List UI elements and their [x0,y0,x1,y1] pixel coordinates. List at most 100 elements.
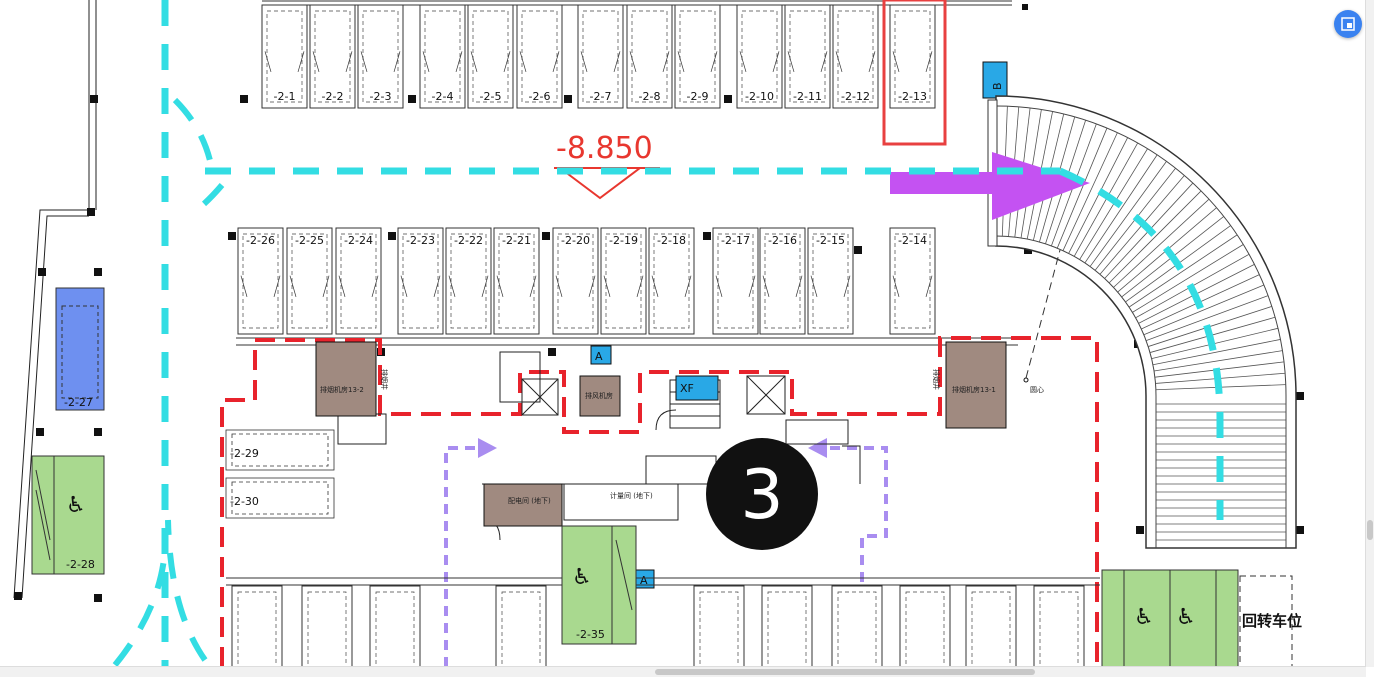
parking-space [965,585,1017,667]
walking-route [444,446,888,667]
marker-a-bottom: A [635,569,655,589]
parking-space: -2-4 [419,4,466,109]
space-label: -2-7 [590,90,612,103]
zone-badge: 3 [706,438,818,550]
parking-space [231,585,283,667]
parking-space: -2-7 [577,4,624,109]
walk-arrow-left [478,438,497,458]
machine-room-left: 排烟机房13-2 [315,341,377,417]
parking-space: -2-24 [335,227,382,335]
parking-space [693,585,745,667]
space-label: -2-5 [480,90,502,103]
room-b-label: 计量间 (地下) [610,491,653,500]
space-label: -2-3 [370,90,392,103]
space-label: -2-11 [793,90,822,103]
space-label: -2-22 [454,234,483,247]
space-label-27: -2-27 [64,396,93,409]
parking-space: -2-19 [600,227,647,335]
parking-space [301,585,353,667]
space-label-35: -2-35 [576,628,605,641]
wheelchair-icon: ♿ [1176,605,1196,630]
marker-xf: XF [675,375,719,401]
parking-space: -2-22 [445,227,492,335]
elevation-label: -8.850 [556,131,653,166]
marker-a-top: A [590,345,612,365]
fan-room-label: 排风机房 [585,391,613,400]
fan-room: 排风机房 [579,375,621,417]
space-label: -2-25 [295,234,324,247]
parking-floor-plan: -2-1 -2-2 -2-3 -2-4 -2-5 -2-6 -2-7 -2-8 -2-9 -2-1… [13,0,1304,667]
parking-space: -2-8 [626,4,673,109]
parking-space: -2-11 [784,4,831,109]
upper-parking-row: -2-1 -2-2 -2-3 -2-4 -2-5 -2-6 -2-7 -2-8 -2-9 -2-1… [261,4,936,109]
zone-number: 3 [740,456,783,535]
space-27: -2-27 [55,287,105,411]
space-label: -2-15 [816,234,845,247]
parking-space: -2-1 [261,4,308,109]
space-label: -2-17 [721,234,750,247]
room-a-label: 配电间 (地下) [508,496,551,505]
fullscreen-exit-icon [1341,17,1355,31]
parking-space: -2-16 [759,227,806,335]
vertical-scrollbar[interactable] [1365,0,1374,667]
horizontal-scroll-thumb[interactable] [655,669,1035,675]
space-35: ♿ -2-35 [561,525,637,645]
marker-a-top-label: A [595,350,603,363]
parking-space [899,585,951,667]
curved-ramp [987,95,1297,549]
shaft-left-label: 排烟井 [380,369,389,390]
parking-space: -2-20 [552,227,599,335]
parking-space: -2-6 [516,4,563,109]
space-label: -2-6 [529,90,551,103]
space-label: -2-8 [639,90,661,103]
parking-space: -2-2 [309,4,356,109]
space-label: -2-16 [768,234,797,247]
driving-route [112,0,1224,667]
lower-parking-row [231,585,1085,667]
space-label-30: -2-30 [230,495,259,508]
space-label: -2-9 [687,90,709,103]
side-parking [225,429,335,519]
parking-space: -2-21 [493,227,540,335]
wheelchair-icon: ♿ [66,493,86,518]
left-walls [13,0,97,599]
space-label: -2-19 [609,234,638,247]
parking-space: -2-10 [736,4,783,109]
parking-space: -2-23 [397,227,444,335]
fullscreen-exit-button[interactable] [1334,10,1362,38]
accessible-spaces-right: ♿ ♿ [1101,569,1239,667]
space-label: -2-26 [246,234,275,247]
parking-space: -2-13 [889,4,936,109]
marker-b-label: B [991,82,1004,90]
space-label: -2-23 [406,234,435,247]
fire-boundary [220,336,1099,667]
vertical-scroll-thumb[interactable] [1367,520,1373,540]
space-label: -2-10 [745,90,774,103]
space-label: -2-14 [898,234,927,247]
turnaround-space: 回转车位 [1239,575,1302,667]
parking-space: -2-25 [286,227,333,335]
space-label: -2-4 [432,90,454,103]
horizontal-scrollbar[interactable] [0,666,1366,677]
space-28: ♿ -2-28 [31,455,105,575]
highlight-box [882,0,947,146]
parking-space [1033,585,1085,667]
parking-space: -2-14 [889,227,936,335]
radius-line [1025,249,1061,379]
space-label: -2-1 [274,90,296,103]
space-label: -2-13 [898,90,927,103]
space-label-28: -2-28 [66,558,95,571]
turnaround-label: 回转车位 [1242,612,1302,630]
shaft-right-label: 排烟井 [932,369,941,390]
parking-space: -2-3 [357,4,404,109]
parking-space: -2-15 [807,227,854,335]
room-a: 配电间 (地下) [483,483,563,527]
space-label: -2-21 [502,234,531,247]
space-label: -2-20 [561,234,590,247]
parking-space: -2-17 [712,227,759,335]
parking-space [369,585,421,667]
parking-space: -2-5 [467,4,514,109]
machine-room-left-label: 排烟机房13-2 [320,385,364,394]
marker-b: B [982,61,1008,99]
parking-space [761,585,813,667]
